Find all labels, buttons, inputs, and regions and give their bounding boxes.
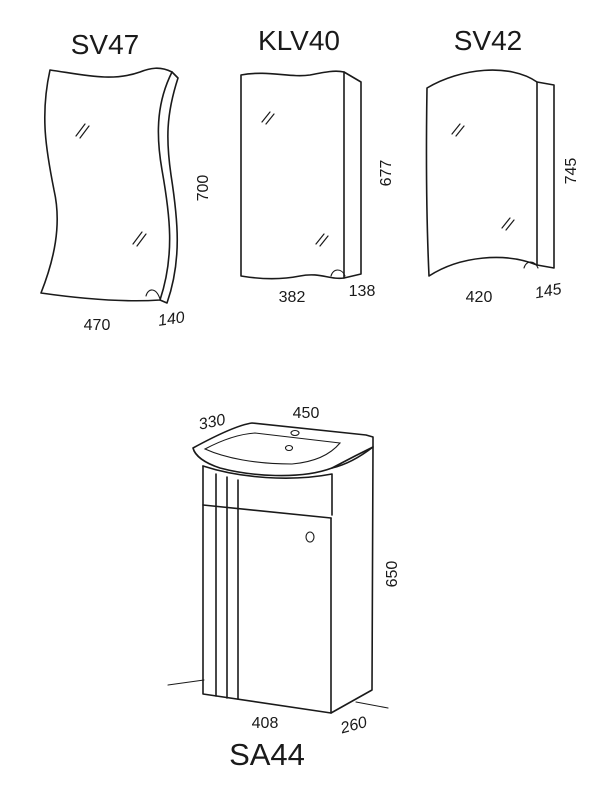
sv47-hinge (145, 289, 161, 300)
sa44-basin-rim (192, 422, 374, 477)
klv40-width: 382 (279, 289, 306, 306)
sv42-side-panel (536, 81, 555, 269)
klv40-glare-mark (261, 111, 271, 123)
klv40-drawing: KLV40 677 382 138 (240, 25, 395, 306)
sa44-basin-front (202, 465, 333, 516)
sv47-drawing: SV47 700 470 140 (40, 29, 212, 334)
sv42-hinge (523, 261, 539, 269)
sa44-door-knob (305, 531, 315, 543)
sa44-title: SA44 (229, 737, 305, 772)
sa44-cabinet-depth: 260 (338, 714, 369, 738)
klv40-glare-mark-2 (315, 233, 325, 245)
klv40-side-panel (343, 71, 362, 279)
sa44-floor-line-right (355, 701, 389, 709)
klv40-mirror-outline (240, 70, 345, 280)
sa44-cabinet-side (330, 446, 374, 714)
sv47-mirror-outline (40, 67, 173, 302)
sv42-glare-mark (451, 123, 461, 135)
sv47-side-panel (159, 71, 179, 304)
sv42-glare-mark-2 (501, 217, 511, 229)
sv42-mirror-outline (425, 69, 538, 277)
klv40-depth: 138 (349, 283, 376, 300)
klv40-height: 677 (378, 160, 395, 187)
sa44-basin-width: 450 (293, 405, 320, 422)
sa44-floor-line-left (167, 679, 205, 686)
sv42-width: 420 (466, 289, 493, 306)
sv42-height: 745 (563, 158, 580, 185)
sv47-glare-mark (75, 123, 86, 137)
sv47-title: SV47 (71, 29, 140, 60)
sa44-drain (284, 444, 294, 452)
sa44-tap-hole (290, 429, 300, 437)
sv47-width: 470 (84, 317, 111, 334)
sa44-cabinet-front (202, 465, 332, 714)
sa44-drawing: 330 450 650 408 260 SA44 (167, 405, 401, 772)
sa44-door-top (202, 504, 332, 519)
sa44-basin-bowl (203, 432, 342, 465)
sa44-basin-depth: 330 (197, 411, 227, 433)
sv42-drawing: SV42 745 420 145 (425, 25, 580, 306)
sa44-cabinet-width: 408 (252, 715, 279, 732)
sv42-depth: 145 (534, 281, 563, 302)
sv47-depth: 140 (157, 309, 186, 330)
klv40-title: KLV40 (258, 25, 340, 56)
sa44-height: 650 (384, 561, 401, 588)
sv42-title: SV42 (454, 25, 523, 56)
sv47-glare-mark-2 (132, 231, 143, 245)
klv40-hinge (330, 269, 346, 277)
sv47-height: 700 (195, 175, 212, 202)
